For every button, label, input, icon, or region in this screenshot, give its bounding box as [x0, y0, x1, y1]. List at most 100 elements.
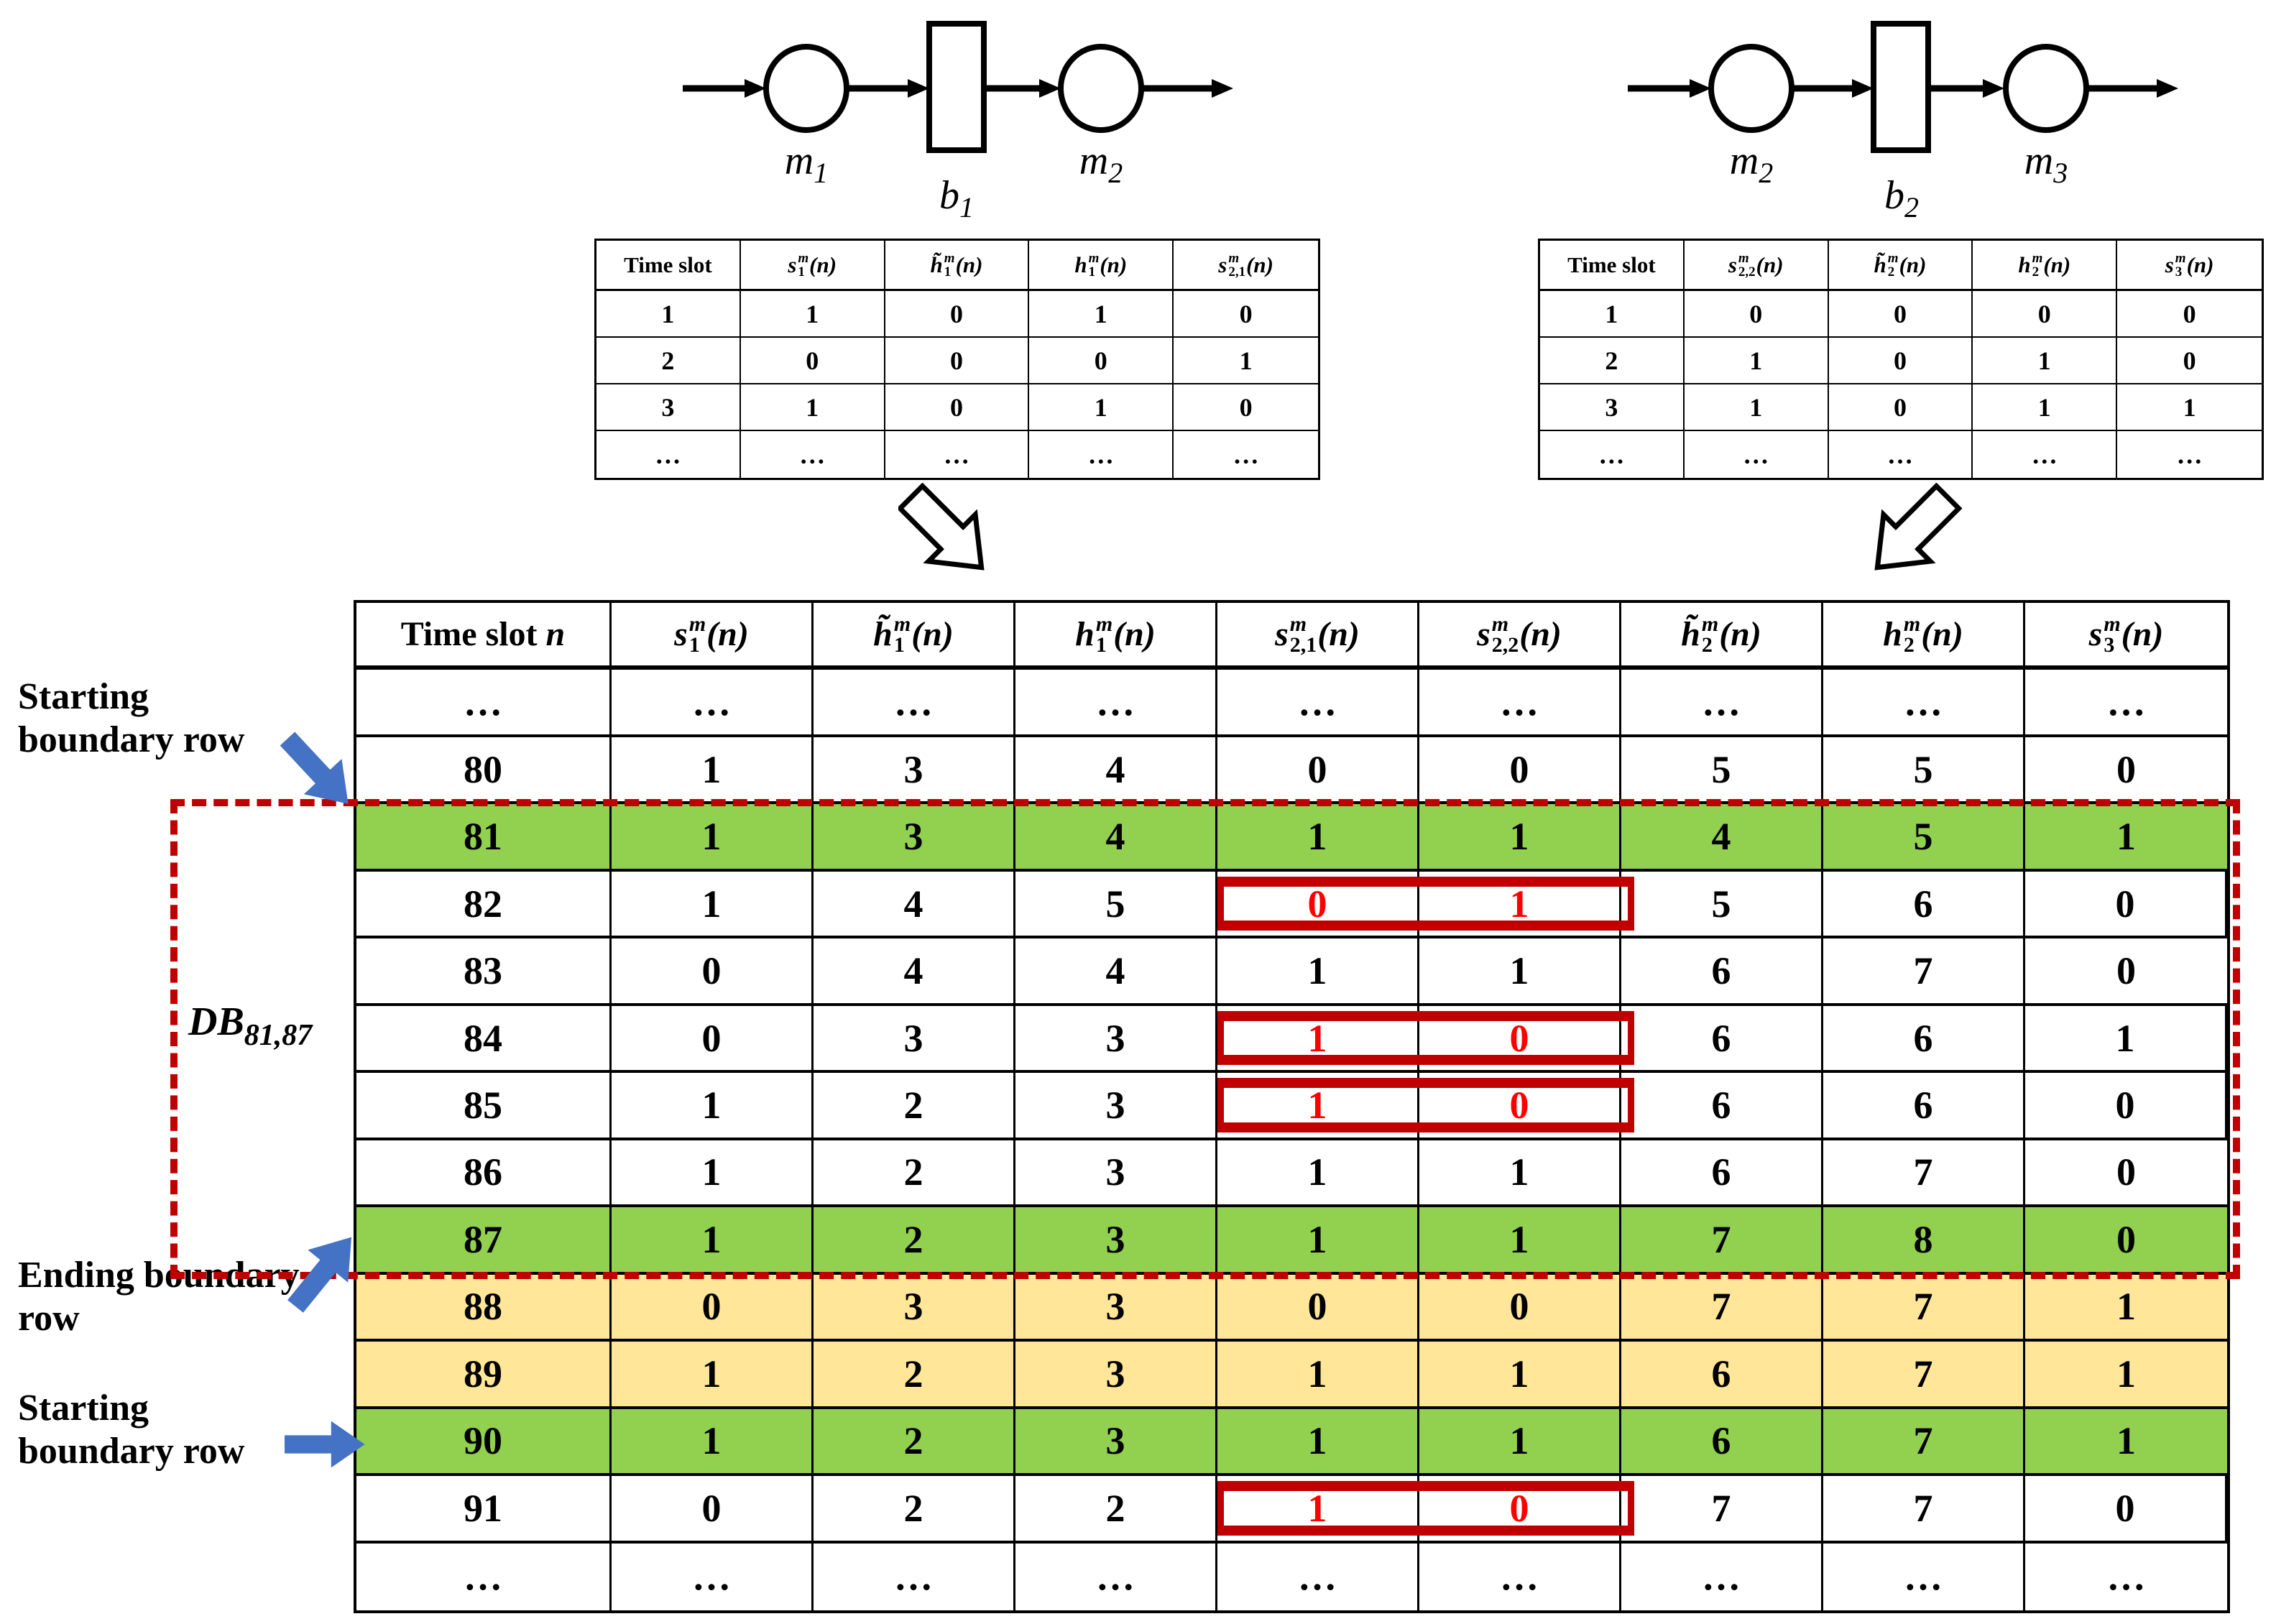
math-superscript: m — [1289, 612, 1307, 637]
table-cell: 83 — [356, 938, 612, 1003]
table-cell: 0 — [1973, 291, 2118, 336]
table-cell: 2 — [814, 1140, 1015, 1205]
table-cell: 1 — [1029, 291, 1174, 336]
math-argument: (n) — [1719, 615, 1761, 654]
table-cell: 7 — [1823, 1476, 2025, 1541]
table-cell: 1 — [1217, 1005, 1419, 1071]
table-cell: … — [1621, 1543, 1823, 1610]
table-cell: 3 — [1015, 1342, 1217, 1406]
column-header: Time slot — [596, 241, 741, 289]
math-symbol-base: s — [788, 252, 797, 277]
table-row: …………… — [596, 431, 1318, 478]
math-superscript: m — [688, 612, 706, 637]
math-superscript: m — [1491, 612, 1509, 637]
table-cell: 3 — [814, 737, 1015, 802]
math-subscript: 2 — [1701, 632, 1713, 657]
table-cell: 0 — [885, 384, 1030, 430]
table-cell: 2 — [814, 1342, 1015, 1406]
math-symbol-base: s — [1275, 615, 1289, 654]
table-cell: 1 — [741, 384, 885, 430]
math-subscript: 2,1 — [1228, 264, 1246, 280]
table-cell: … — [741, 431, 885, 478]
math-symbol-base: h̃ — [1874, 252, 1886, 277]
table-cell: 0 — [2183, 299, 2196, 328]
math-subscript: 1 — [893, 632, 905, 657]
table-cell: 3 — [814, 1274, 1015, 1339]
math-superscript: m — [2032, 251, 2043, 267]
block-arrow-down-left-icon — [1874, 483, 1962, 571]
table-cell: … — [612, 1543, 814, 1610]
buffer-rect-b1 — [926, 21, 987, 153]
math-symbol-base: s — [1728, 252, 1737, 277]
table-cell: 3 — [1015, 1408, 1217, 1474]
table-cell: 4 — [814, 938, 1015, 1003]
column-header: Time slot n — [356, 603, 612, 666]
table-cell: 88 — [356, 1274, 612, 1339]
table-cell: 3 — [596, 384, 741, 430]
table-cell: 1 — [2116, 1285, 2136, 1329]
table-cell: 1 — [1217, 938, 1419, 1003]
table-cell: 7 — [1621, 1274, 1823, 1339]
machine-label-m2: m2 — [1729, 139, 1774, 189]
math-argument: (n) — [911, 615, 954, 654]
table-cell: 6 — [1621, 1342, 1823, 1406]
table-cell: 1 — [1419, 938, 1621, 1003]
table-cell: 1 — [1239, 346, 1253, 375]
table-cell: 1 — [1217, 1207, 1419, 1272]
blue-arrow-right-icon — [285, 1421, 365, 1468]
table-cell: … — [1685, 431, 1829, 478]
machine-circle-m2 — [1708, 44, 1794, 133]
starting-boundary-row-label-bottom: Starting boundary row — [18, 1388, 245, 1472]
table-cell: … — [1973, 431, 2118, 478]
math-superscript: m — [1088, 251, 1100, 267]
table-cell: 1 — [612, 1140, 814, 1205]
table-cell: 1 — [1029, 384, 1174, 430]
machine-label-m1: m1 — [784, 139, 829, 189]
table-cell: 7 — [1823, 1408, 2025, 1474]
math-symbol-base: h̃ — [930, 252, 943, 277]
table-cell: 1 — [2116, 1352, 2136, 1395]
math-subscript: 2,1 — [1289, 632, 1317, 657]
ending-boundary-row-label: Ending boundary row — [18, 1255, 300, 1339]
math-superscript: m — [2104, 612, 2121, 637]
machine-label-m3: m3 — [2024, 139, 2068, 189]
table-cell: 6 — [1621, 1408, 1823, 1474]
table-cell: 5 — [1621, 871, 1823, 936]
table-cell: … — [814, 1543, 1015, 1610]
table-cell: 0 — [1239, 299, 1253, 328]
table-cell: … — [1540, 431, 1685, 478]
table-cell: 1 — [612, 737, 814, 802]
table-cell: … — [1419, 670, 1621, 734]
column-header-label: Time slot — [624, 252, 712, 277]
table-cell: 0 — [2116, 1217, 2136, 1261]
table-cell: 84 — [356, 1005, 612, 1071]
